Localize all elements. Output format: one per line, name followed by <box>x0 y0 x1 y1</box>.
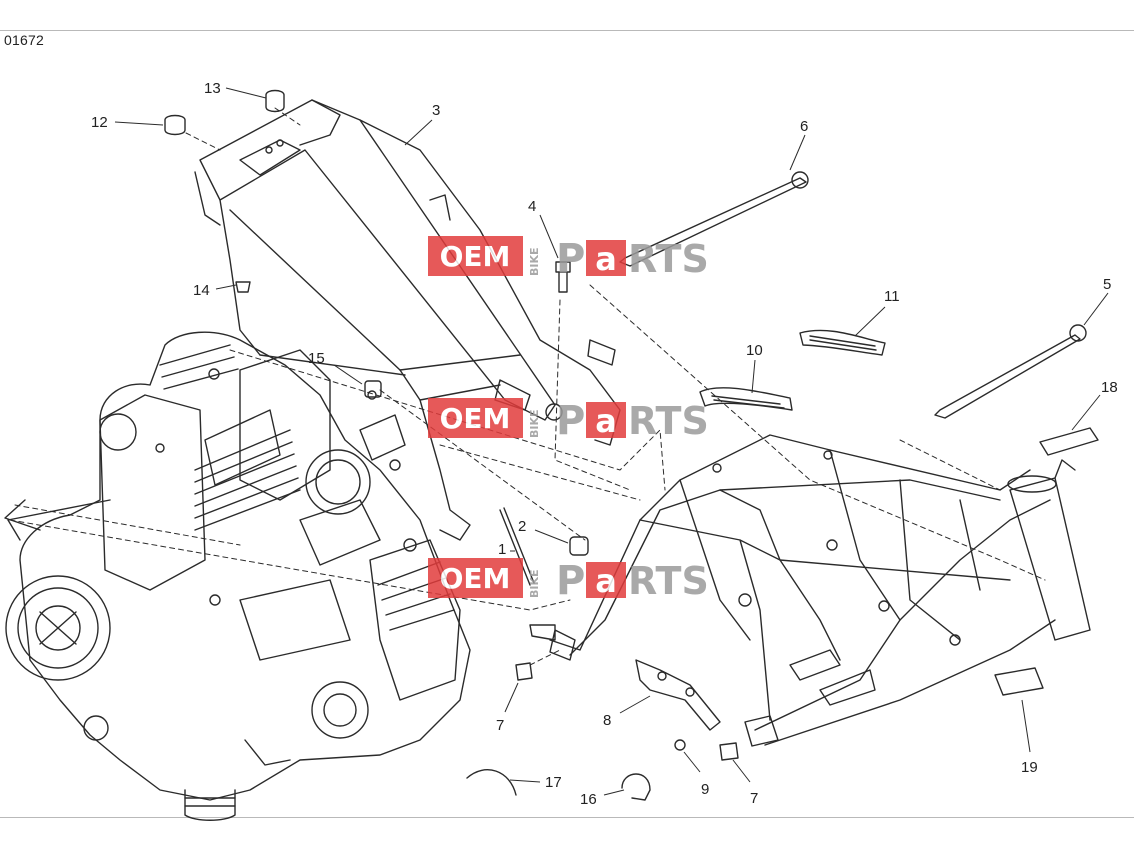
callout-4: 4 <box>528 198 536 215</box>
callout-5: 5 <box>1103 276 1111 293</box>
leader-line <box>114 121 164 126</box>
watermark-oem-text: OEM <box>440 562 511 595</box>
callout-11: 11 <box>884 288 900 305</box>
rear-subframe <box>194 99 621 541</box>
watermark-bike-text: BIKE <box>528 569 541 598</box>
bottom-rule <box>0 817 1134 818</box>
leader-line <box>789 134 806 171</box>
watermark-a-text: a <box>595 562 617 600</box>
assembly-guide-lines <box>9 107 1046 666</box>
callout-6: 6 <box>800 118 808 135</box>
leader-line <box>1021 699 1031 753</box>
main-trellis-frame <box>529 434 1091 747</box>
watermark-oem-text: OEM <box>440 240 511 273</box>
callout-19: 19 <box>1021 759 1038 776</box>
watermark-rts-text: RTS <box>628 237 709 281</box>
callout-1: 1 <box>498 541 506 558</box>
watermark-p-text: P <box>556 398 585 444</box>
leader-line <box>404 119 433 146</box>
leader-line <box>854 306 886 337</box>
leader-line <box>225 87 267 99</box>
oem-parts-watermark: OEM BIKE P a RTS OEM BIKE P a RTS OEM BI… <box>428 236 709 604</box>
watermark-a-text: a <box>595 402 617 440</box>
watermark-a-box <box>586 562 626 598</box>
watermark-a-box <box>586 240 626 276</box>
watermark-oem-box <box>428 236 523 276</box>
watermark-oem-box <box>428 398 523 438</box>
leader-line <box>215 284 237 290</box>
watermark-oem-box <box>428 558 523 598</box>
callout-8: 8 <box>603 712 611 729</box>
callout-16: 16 <box>580 791 597 808</box>
leader-line <box>534 529 569 544</box>
callout-12: 12 <box>91 114 108 131</box>
leader-line <box>539 214 559 259</box>
hardware-parts <box>164 89 1099 801</box>
watermark-a-box <box>586 402 626 438</box>
diagram-reference-code: 01672 <box>4 32 44 48</box>
leader-line <box>504 682 519 713</box>
leader-line <box>509 779 541 783</box>
leader-line <box>751 359 756 394</box>
leader-line <box>619 695 651 714</box>
callout-14: 14 <box>193 282 210 299</box>
callout-3: 3 <box>432 102 440 119</box>
watermark-p-text: P <box>556 236 585 282</box>
watermark-a-text: a <box>595 240 617 278</box>
watermark-rts-text: RTS <box>628 559 709 603</box>
leader-line <box>1083 292 1109 326</box>
callout-13: 13 <box>204 80 221 97</box>
callout-7a: 7 <box>496 717 504 734</box>
callout-15: 15 <box>308 350 325 367</box>
callout-7b: 7 <box>750 790 758 807</box>
callout-10: 10 <box>746 342 763 359</box>
watermark-rts-text: RTS <box>628 399 709 443</box>
callout-2: 2 <box>518 518 526 535</box>
leader-line <box>683 751 701 773</box>
leader-line <box>333 364 363 385</box>
leader-line <box>1071 394 1101 431</box>
leader-line <box>732 759 751 783</box>
watermark-p-text: P <box>556 558 585 604</box>
callout-18: 18 <box>1101 379 1118 396</box>
watermark-oem-text: OEM <box>440 402 511 435</box>
callout-17: 17 <box>545 774 562 791</box>
top-rule <box>0 30 1134 31</box>
watermark-bike-text: BIKE <box>528 409 541 438</box>
engine-assembly <box>4 331 471 821</box>
watermark-bike-text: BIKE <box>528 247 541 276</box>
callout-9: 9 <box>701 781 709 798</box>
leader-line <box>603 789 625 796</box>
